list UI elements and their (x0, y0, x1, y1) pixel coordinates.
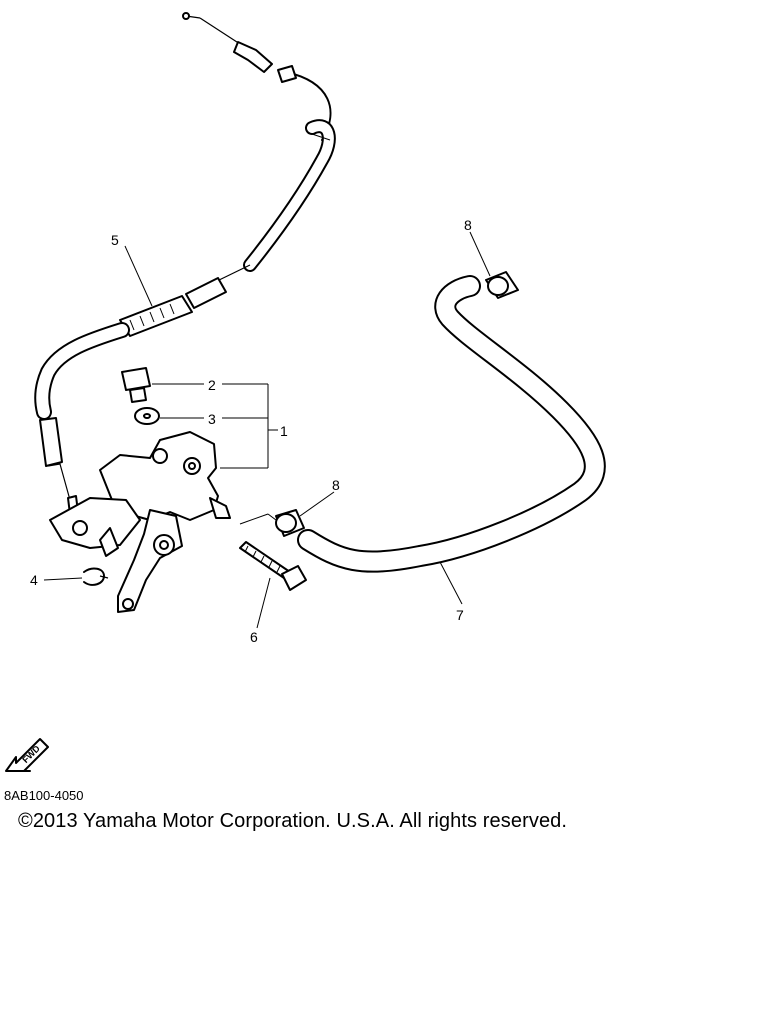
washer (134, 407, 160, 425)
callout-4: 4 (30, 572, 38, 588)
bolt (121, 367, 151, 403)
callout-2: 2 (208, 377, 216, 393)
callout-7: 7 (456, 607, 464, 623)
callout-5: 5 (111, 232, 119, 248)
copyright-notice: ©2013 Yamaha Motor Corporation. U.S.A. A… (18, 810, 568, 832)
pump-assembly (49, 431, 231, 613)
callout-3: 3 (208, 411, 216, 427)
callout-8-lower: 8 (332, 477, 340, 493)
callout-1: 1 (280, 423, 288, 439)
parts-diagram: 5 2 3 1 4 6 7 8 8 (30, 12, 606, 645)
diagram-code: 8AB100-4050 (4, 788, 84, 803)
forward-arrow-icon: FWD (5, 738, 49, 772)
cable-assembly (34, 12, 336, 515)
callout-6: 6 (250, 629, 258, 645)
leader-lines (43, 231, 491, 629)
cap-upper (485, 271, 519, 299)
callout-8-upper: 8 (464, 217, 472, 233)
clip (83, 567, 109, 586)
screw (239, 541, 307, 591)
hose (297, 275, 606, 573)
cap-lower (275, 509, 305, 537)
